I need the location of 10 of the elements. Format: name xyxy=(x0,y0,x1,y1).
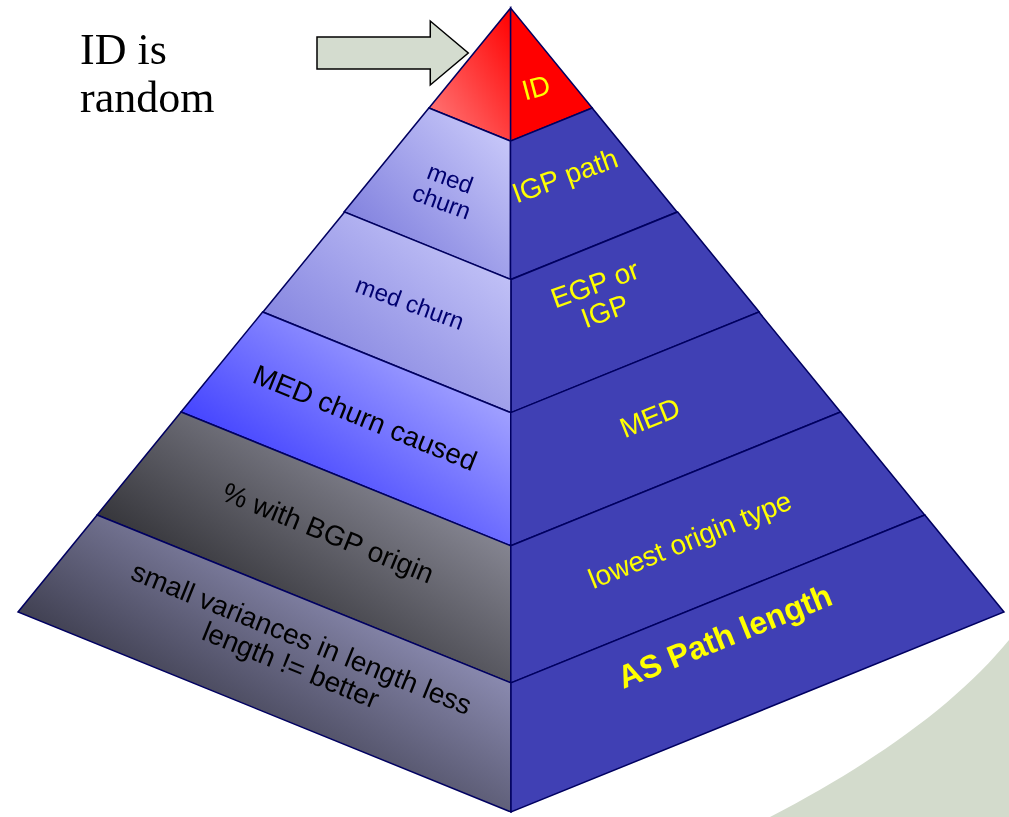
note-text: ID is random xyxy=(80,26,260,123)
tier-right-label: ID xyxy=(517,68,555,109)
tier-left-label: med churn xyxy=(351,269,469,337)
pyramid-tier xyxy=(429,8,593,142)
block-arrow xyxy=(316,19,470,87)
tier-left-label: med churn xyxy=(407,156,478,227)
tier-right-label: lowest origin type xyxy=(582,483,796,595)
tier-right-label: EGP or IGP xyxy=(545,252,645,337)
tier-right-label: MED xyxy=(614,390,686,446)
tier-right-label: IGP path xyxy=(508,143,622,209)
